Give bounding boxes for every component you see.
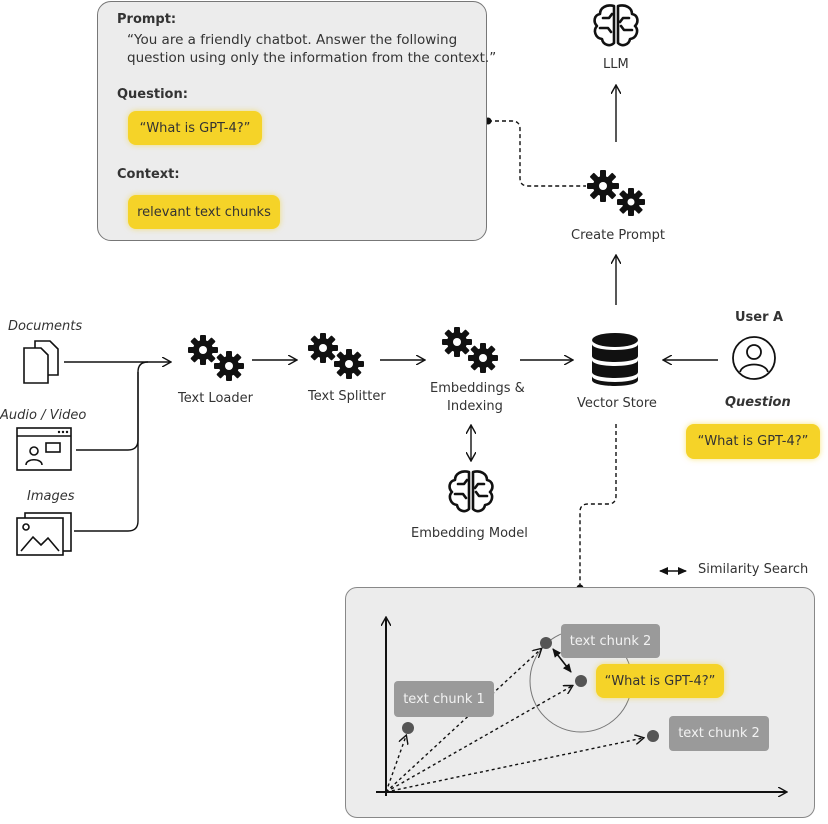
images-connector [74, 372, 139, 532]
embeddings-label-line-2: Indexing [447, 399, 503, 414]
embedding-model-label: Embedding Model [411, 526, 528, 541]
audio-connector [76, 361, 149, 451]
images-icon [16, 512, 72, 556]
user-label: User A [735, 310, 784, 325]
audio-video-label: Audio / Video [0, 408, 87, 423]
context-heading: Context: [117, 167, 180, 182]
embeddings-label-line-1: Embeddings & [430, 381, 525, 396]
create-prompt-label: Create Prompt [571, 228, 665, 243]
chunk-left: text chunk 1 [394, 681, 494, 717]
prompt-context-pill: relevant text chunks [128, 195, 280, 229]
user-icon [732, 336, 776, 380]
text-splitter-label: Text Splitter [308, 389, 386, 404]
images-label: Images [27, 489, 75, 504]
vector-to-chunk-top [385, 649, 541, 793]
text-loader-gears-icon [188, 335, 244, 381]
database-icon [592, 333, 638, 386]
nearest-neighbour-arrow [552, 648, 572, 673]
embedding-model-brain-icon [448, 470, 494, 513]
user-question-pill: “What is GPT-4?” [686, 424, 820, 459]
embeddings-gears-icon [442, 327, 498, 373]
point-chunk-right [647, 730, 659, 742]
chunk-top: text chunk 2 [561, 624, 660, 658]
brain-icon [593, 4, 639, 47]
prompt-question-pill: “What is GPT-4?” [128, 111, 262, 145]
point-chunk-top [540, 637, 552, 649]
prompt-heading: Prompt: [117, 12, 177, 27]
prompt-connector [488, 120, 586, 187]
point-query [575, 675, 587, 687]
prompt-line-1: “You are a friendly chatbot. Answer the … [127, 32, 458, 48]
search-connector [579, 424, 617, 587]
llm-label: LLM [603, 57, 629, 72]
text-splitter-gears-icon [308, 333, 364, 379]
prompt-line-2: question using only the information from… [127, 50, 497, 66]
vector-to-chunk-left [385, 736, 406, 793]
similarity-legend-label: Similarity Search [698, 562, 809, 577]
question-heading: Question: [117, 87, 188, 102]
documents-label: Documents [8, 319, 83, 334]
create-prompt-gears-icon [587, 170, 645, 216]
chunk-right: text chunk 2 [669, 716, 769, 751]
similarity-search-panel: text chunk 2 “What is GPT-4?” text chunk… [345, 587, 815, 818]
embedding-space-plot [376, 588, 816, 819]
prompt-panel: Prompt: “You are a friendly chatbot. Ans… [97, 1, 496, 241]
vector-store-label: Vector Store [577, 396, 657, 411]
point-chunk-left [402, 722, 414, 734]
vector-to-chunk-right [385, 738, 643, 793]
text-loader-label: Text Loader [178, 391, 253, 406]
documents-icon [23, 340, 59, 384]
user-question-label: Question [725, 395, 791, 410]
video-call-icon [16, 427, 72, 471]
query-pill: “What is GPT-4?” [596, 664, 724, 698]
